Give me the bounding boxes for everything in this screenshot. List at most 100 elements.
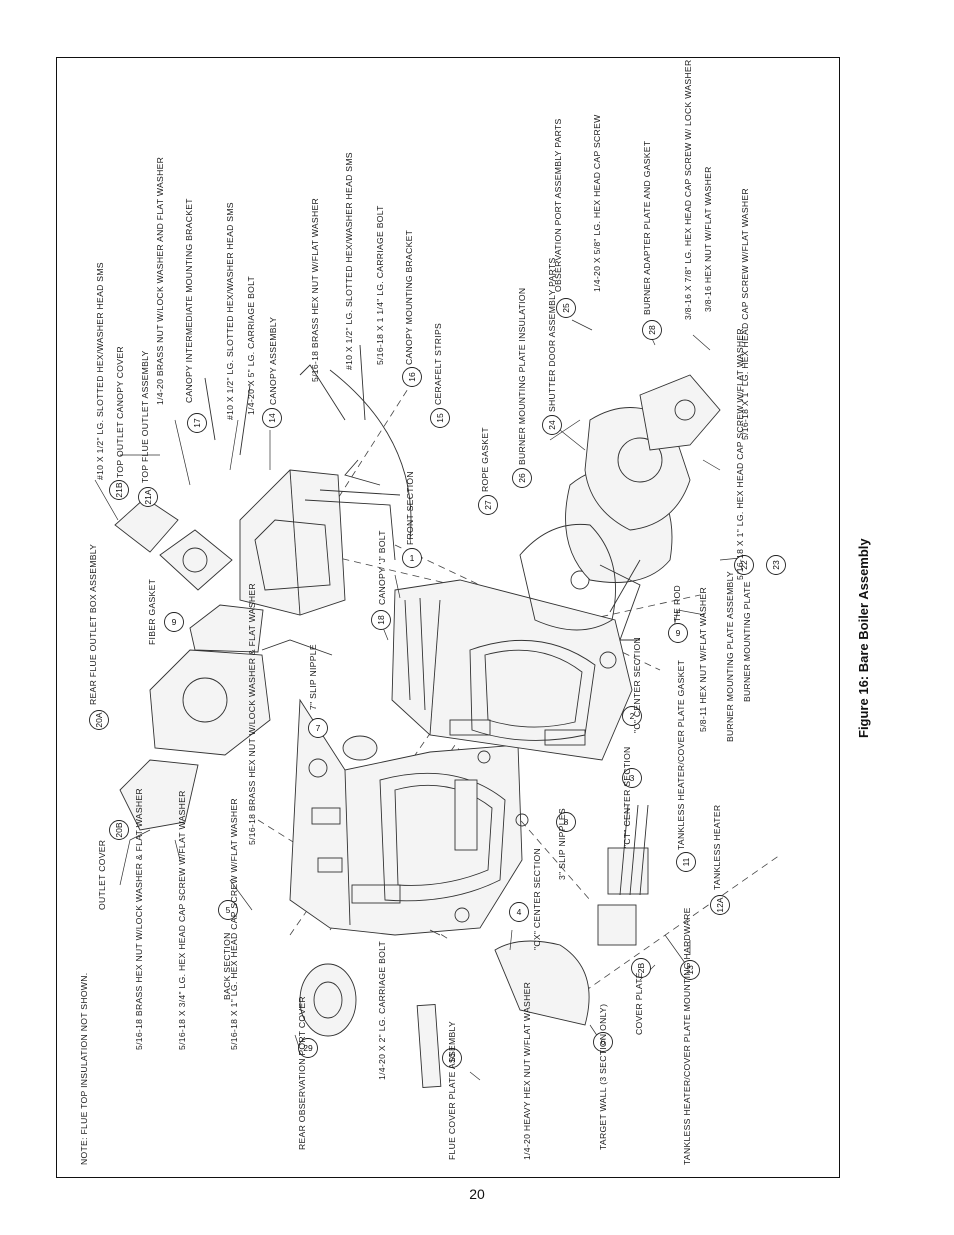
target-wall-drawing — [494, 940, 590, 1026]
svg-text:29: 29 — [303, 1043, 313, 1053]
label-heavy-hex-nut: 1/4-20 HEAVY HEX NUT W/FLAT WASHER — [522, 982, 532, 1160]
callout-3: 3 — [622, 768, 642, 788]
callout-28: 28 — [642, 320, 662, 340]
svg-text:24: 24 — [547, 420, 557, 430]
svg-text:1: 1 — [410, 553, 415, 563]
exploded-view-drawing — [94, 319, 781, 1089]
callout-12a: 12A — [710, 895, 730, 915]
svg-text:3: 3 — [630, 773, 635, 783]
slip-nipple-drawing — [342, 735, 378, 761]
callout-5: 5 — [218, 900, 238, 920]
tie-rod-drawing — [609, 559, 641, 613]
svg-text:5: 5 — [226, 905, 231, 915]
label-brass-hex-nut-back: 5/16-18 BRASS HEX NUT W/LOCK WASHER & FL… — [134, 788, 144, 1050]
svg-text:6: 6 — [601, 1037, 606, 1047]
label-cap-screw-1-rear: 5/16-18 X 1" LG. HEX HEAD CAP SCREW W/FL… — [229, 798, 239, 1050]
label-cap-screw-1-front: 5/16-18 X 1" LG. HEX HEAD CAP SCREW W/FL… — [740, 188, 750, 440]
label-front-section: FRONT SECTION — [405, 471, 415, 545]
svg-text:23: 23 — [771, 560, 781, 570]
label-sms-middle: #10 X 1/2" LG. SLOTTED HEX/WASHER HEAD S… — [225, 202, 235, 420]
label-brass-hex-nut-center: 5/16-18 BRASS HEX NUT W/LOCK WASHER & FL… — [247, 583, 257, 845]
svg-text:20A: 20A — [94, 712, 104, 727]
part-labels: NOTE: FLUE TOP INSULATION NOT SHOWN. 5/1… — [79, 60, 752, 1165]
callout-21b: 21B — [109, 480, 129, 500]
label-tie-rod: TIE ROD — [672, 585, 682, 622]
svg-text:17: 17 — [192, 418, 202, 428]
page-number: 20 — [469, 1186, 485, 1202]
label-canopy-assembly: CANOPY ASSEMBLY — [268, 317, 278, 405]
label-burner-mounting-plate: BURNER MOUNTING PLATE — [742, 581, 752, 702]
callout-27: 27 — [478, 495, 498, 515]
label-canopy-intermediate-bracket: CANOPY INTERMEDIATE MOUNTING BRACKET — [184, 198, 194, 403]
svg-text:22: 22 — [739, 560, 749, 570]
label-tankless-mounting-hardware: TANKLESS HEATER/COVER PLATE MOUNTING HAR… — [682, 907, 692, 1165]
svg-text:7: 7 — [316, 723, 321, 733]
label-rear-observation-port-cover: REAR OBSERVATION PORT COVER — [297, 996, 307, 1150]
svg-text:27: 27 — [483, 500, 493, 510]
label-target-wall: TARGET WALL (3 SECTION ONLY) — [598, 1004, 608, 1150]
callout-29: 29 — [298, 1038, 318, 1058]
top-flue-outlet-drawing — [159, 529, 233, 591]
label-fiber-gasket: FIBER GASKET — [147, 578, 157, 645]
label-carriage-bolt-2: 1/4-20 X 2" LG. CARRIAGE BOLT — [377, 940, 387, 1080]
tankless-heater-drawing — [454, 779, 649, 946]
svg-text:13: 13 — [685, 965, 695, 975]
svg-text:25: 25 — [561, 303, 571, 313]
label-brass-hex-nut-flat: 5/16-18 BRASS HEX NUT W/FLAT WASHER — [310, 198, 320, 382]
label-outlet-cover: OUTLET COVER — [97, 840, 107, 910]
label-c-center-section: "C" CENTER SECTION — [632, 637, 642, 733]
label-ct-center-section: "CT" CENTER SECTION — [622, 746, 632, 848]
figure-frame — [56, 57, 840, 1178]
label-cap-screw-7-8: 3/8-16 X 7/8" LG. HEX HEAD CAP SCREW W/ … — [683, 60, 693, 320]
callout-1: 1 — [402, 548, 422, 568]
svg-text:16: 16 — [407, 372, 417, 382]
svg-text:26: 26 — [517, 473, 527, 483]
svg-text:12A: 12A — [715, 897, 725, 912]
callout-13: 13 — [680, 960, 700, 980]
label-canopy-mounting-bracket: CANOPY MOUNTING BRACKET — [404, 229, 414, 365]
label-top-outlet-canopy-cover: TOP OUTLET CANOPY COVER — [115, 346, 125, 478]
back-section-drawing — [289, 698, 523, 936]
svg-text:2B: 2B — [636, 962, 646, 973]
label-rear-flue-outlet-box: REAR FLUE OUTLET BOX ASSEMBLY — [88, 544, 98, 705]
label-brass-nut-1-4: 1/4-20 BRASS NUT W/LOCK WASHER AND FLAT … — [155, 157, 165, 405]
callout-14: 14 — [262, 408, 282, 428]
figure-caption: Figure 16: Bare Boiler Assembly — [856, 538, 871, 738]
label-hex-nut-3-8: 3/8-16 HEX NUT W/FLAT WASHER — [703, 166, 713, 312]
svg-text:8: 8 — [564, 817, 569, 827]
svg-text:9: 9 — [676, 628, 681, 638]
note-text: NOTE: FLUE TOP INSULATION NOT SHOWN. — [79, 973, 89, 1165]
svg-text:9: 9 — [172, 617, 177, 627]
callout-7: 7 — [308, 718, 328, 738]
label-canopy-j-bolt: CANOPY 'J' BOLT — [377, 530, 387, 605]
callout-11: 11 — [676, 852, 696, 872]
center-sections-drawing — [391, 570, 633, 761]
callout-20a: 20A — [89, 710, 109, 730]
top-outlet-canopy-cover-drawing — [114, 497, 179, 553]
callout-8: 8 — [556, 812, 576, 832]
callout-2: 2 — [622, 706, 642, 726]
label-rope-gasket: ROPE GASKET — [480, 427, 490, 492]
callout-18: 18 — [371, 610, 391, 630]
callout-16: 16 — [402, 367, 422, 387]
label-sms-top: #10 X 1/2" LG. SLOTTED HEX/WASHER HEAD S… — [95, 262, 105, 480]
svg-text:15: 15 — [435, 413, 445, 423]
label-cover-plate: COVER PLATE — [634, 972, 644, 1035]
label-top-flue-outlet-assembly: TOP FLUE OUTLET ASSEMBLY — [140, 350, 150, 483]
callout-9b: 9 — [668, 623, 688, 643]
callout-22: 22 — [734, 555, 754, 575]
callout-4: 4 — [509, 902, 529, 922]
callout-bubbles: 29 20B 5 10 20A 4 6 2B 13 7 8 12A 9 3 11… — [89, 298, 786, 1068]
callout-21a: 21A — [138, 487, 158, 507]
svg-text:4: 4 — [517, 907, 522, 917]
label-cap-screw-1-lower: 5/16-18 X 1" LG. HEX HEAD CAP SCREW W/FL… — [735, 328, 745, 580]
callout-10: 10 — [442, 1048, 462, 1068]
flue-cover-plate-drawing — [416, 1003, 442, 1089]
label-back-section: BACK SECTION — [222, 932, 232, 1000]
callout-26: 26 — [512, 468, 532, 488]
canopy-drawing — [149, 469, 401, 756]
label-burner-mounting-plate-assembly: BURNER MOUNTING PLATE ASSEMBLY — [725, 571, 735, 742]
label-carriage-bolt-5: 1/4-20 X 5" LG. CARRIAGE BOLT — [246, 275, 256, 415]
label-cx-center-section: "CX" CENTER SECTION — [532, 848, 542, 950]
svg-text:10: 10 — [447, 1053, 457, 1063]
